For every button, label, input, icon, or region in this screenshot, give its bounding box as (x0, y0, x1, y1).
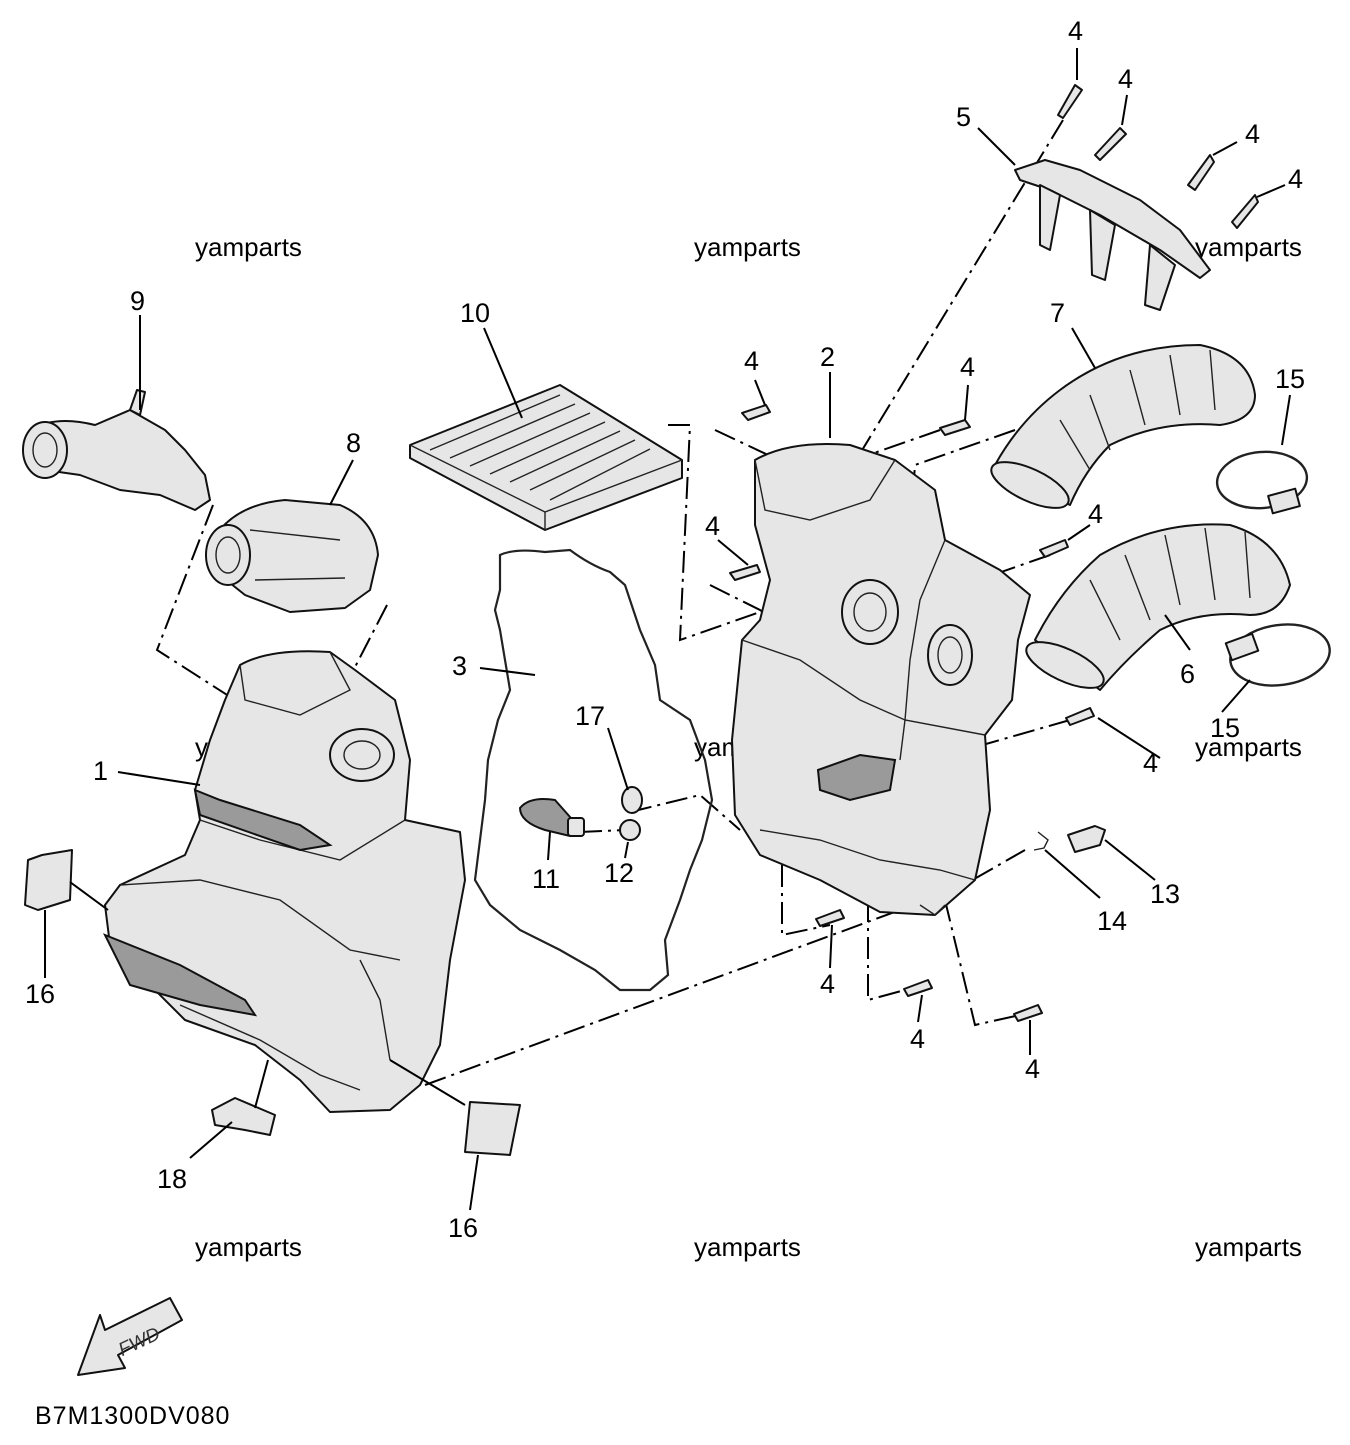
callout-15: 15 (1275, 364, 1305, 394)
air-box-lower-case (102, 650, 466, 1113)
callout-4: 4 (1088, 499, 1103, 529)
callout-4: 4 (960, 352, 975, 382)
watermark: yamparts (694, 232, 801, 262)
watermark: yamparts (195, 232, 302, 262)
callout-4: 4 (910, 1024, 925, 1054)
watermark: yamparts (195, 1232, 302, 1262)
callout-10: 10 (460, 298, 490, 328)
cover-plate (1014, 159, 1211, 311)
intake-joint-hose-lower (1025, 523, 1291, 691)
callout-15: 15 (1210, 713, 1240, 743)
clip-14 (1033, 831, 1049, 851)
callout-4: 4 (1143, 748, 1158, 778)
screws (729, 84, 1259, 1022)
hose-clamp-lower (1224, 623, 1331, 687)
callout-8: 8 (346, 428, 361, 458)
clip-12 (619, 819, 641, 841)
callouts: 1 2 3 4 4 4 4 4 4 4 4 4 4 4 4 5 6 7 8 9 … (25, 16, 1305, 1243)
intake-duct-8 (205, 499, 379, 613)
callout-4: 4 (744, 346, 759, 376)
callout-7: 7 (1050, 298, 1065, 328)
hose-clamp-upper (1215, 450, 1309, 515)
watermark: yamparts (1195, 732, 1302, 762)
leader-lines (44, 48, 1291, 1211)
drain-plug-11 (518, 798, 585, 838)
intake-duct-9 (22, 389, 211, 511)
callout-5: 5 (956, 102, 971, 132)
damper-18 (211, 1097, 276, 1136)
forward-direction-arrow: FWD (77, 1297, 183, 1376)
callout-4: 4 (1118, 64, 1133, 94)
callout-4: 4 (1068, 16, 1083, 46)
grommet-17 (621, 786, 643, 814)
callout-4: 4 (1288, 164, 1303, 194)
callout-14: 14 (1097, 906, 1127, 936)
callout-4: 4 (1245, 119, 1260, 149)
callout-1: 1 (93, 756, 108, 786)
callout-6: 6 (1180, 659, 1195, 689)
damper-16-bottom (464, 1101, 521, 1156)
callout-9: 9 (130, 286, 145, 316)
callout-13: 13 (1150, 879, 1180, 909)
callout-2: 2 (820, 342, 835, 372)
air-filter-element (409, 384, 683, 531)
intake-joint-hose-upper (990, 344, 1256, 509)
seal-gasket (473, 548, 714, 992)
diagram-code: B7M1300DV080 (35, 1402, 230, 1430)
callout-3: 3 (452, 651, 467, 681)
air-box-upper-case (731, 443, 1031, 916)
watermark: yamparts (1195, 1232, 1302, 1262)
callout-12: 12 (604, 858, 634, 888)
callout-17: 17 (575, 701, 605, 731)
callout-16: 16 (448, 1213, 478, 1243)
callout-16: 16 (25, 979, 55, 1009)
plug-13 (1067, 825, 1106, 853)
watermark: yamparts (1195, 232, 1302, 262)
callout-4: 4 (1025, 1054, 1040, 1084)
callout-4: 4 (705, 511, 720, 541)
callout-18: 18 (157, 1164, 187, 1194)
watermark: yamparts (694, 1232, 801, 1262)
damper-16-left (24, 849, 73, 911)
callout-4: 4 (820, 969, 835, 999)
callout-11: 11 (532, 864, 560, 894)
